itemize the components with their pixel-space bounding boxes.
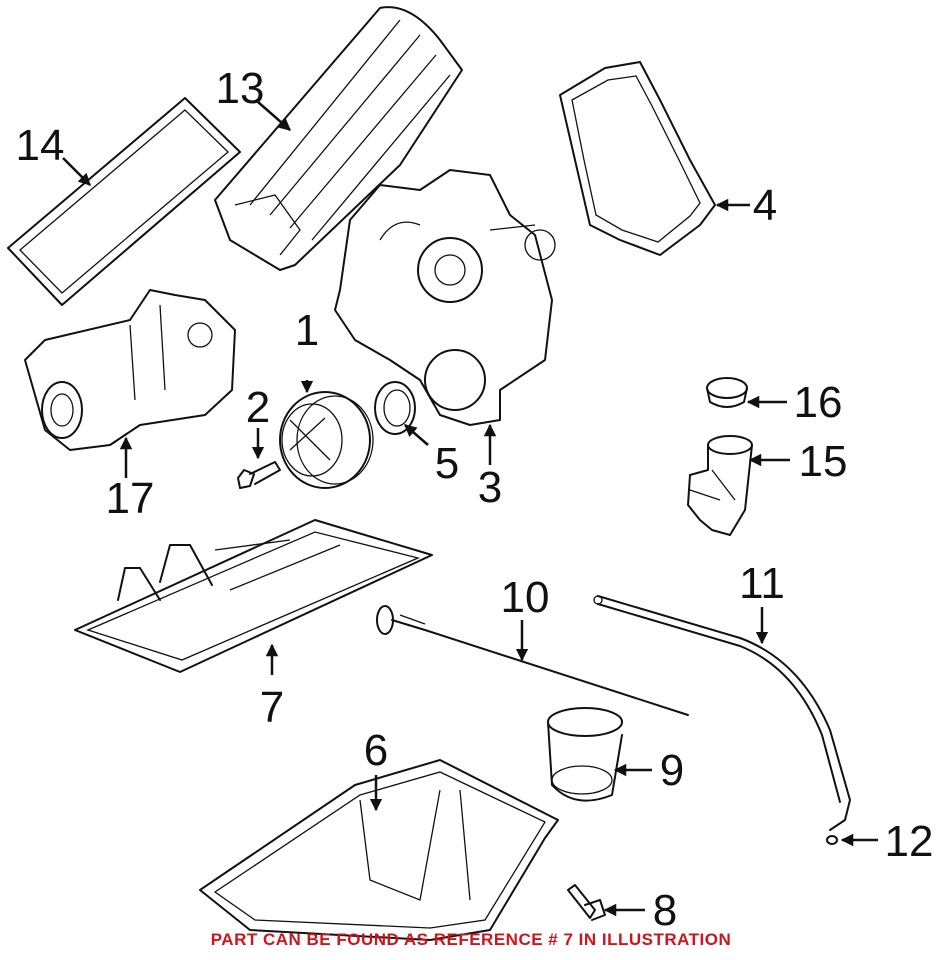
oil-filter-part [547, 707, 623, 802]
leader-lines [62, 101, 878, 917]
dipstick-part [376, 605, 689, 716]
callout-labels: 1 2 3 4 5 6 7 8 9 10 11 12 13 14 15 16 1… [16, 64, 934, 935]
dipstick-tube-part [593, 595, 851, 831]
callout-2: 2 [246, 383, 270, 432]
callout-17: 17 [106, 474, 155, 523]
valve-cover-gasket-left-part [7, 97, 241, 306]
upper-oil-pan-part [74, 519, 433, 673]
o-ring-part [826, 835, 838, 845]
callout-10: 10 [501, 573, 550, 622]
callout-16: 16 [794, 378, 843, 427]
callout-6: 6 [364, 726, 388, 775]
valve-cover-part [214, 6, 463, 271]
callout-11: 11 [739, 559, 785, 608]
front-seal-part [374, 381, 416, 435]
reference-note: PART CAN BE FOUND AS REFERENCE # 7 IN IL… [210, 930, 732, 949]
callout-3: 3 [478, 463, 502, 512]
crankshaft-pulley-part [279, 391, 374, 489]
callout-14: 14 [16, 121, 65, 170]
callout-7: 7 [260, 683, 284, 732]
timing-cover-part [334, 169, 556, 426]
callout-13: 13 [216, 64, 265, 113]
pulley-bolt-part [237, 461, 281, 489]
timing-cover-gasket-part [559, 61, 716, 256]
oil-pan-part [199, 759, 559, 941]
callout-1: 1 [295, 306, 319, 355]
oil-filler-cap-part [706, 377, 748, 408]
oil-filler-tube-part [687, 435, 753, 536]
callout-4: 4 [753, 181, 777, 230]
drain-plug-part [567, 884, 606, 921]
engine-housing-part [24, 289, 236, 451]
callout-9: 9 [660, 746, 684, 795]
callout-15: 15 [799, 437, 848, 486]
callout-8: 8 [653, 886, 677, 935]
callout-12: 12 [885, 817, 934, 866]
callout-5: 5 [435, 439, 459, 488]
